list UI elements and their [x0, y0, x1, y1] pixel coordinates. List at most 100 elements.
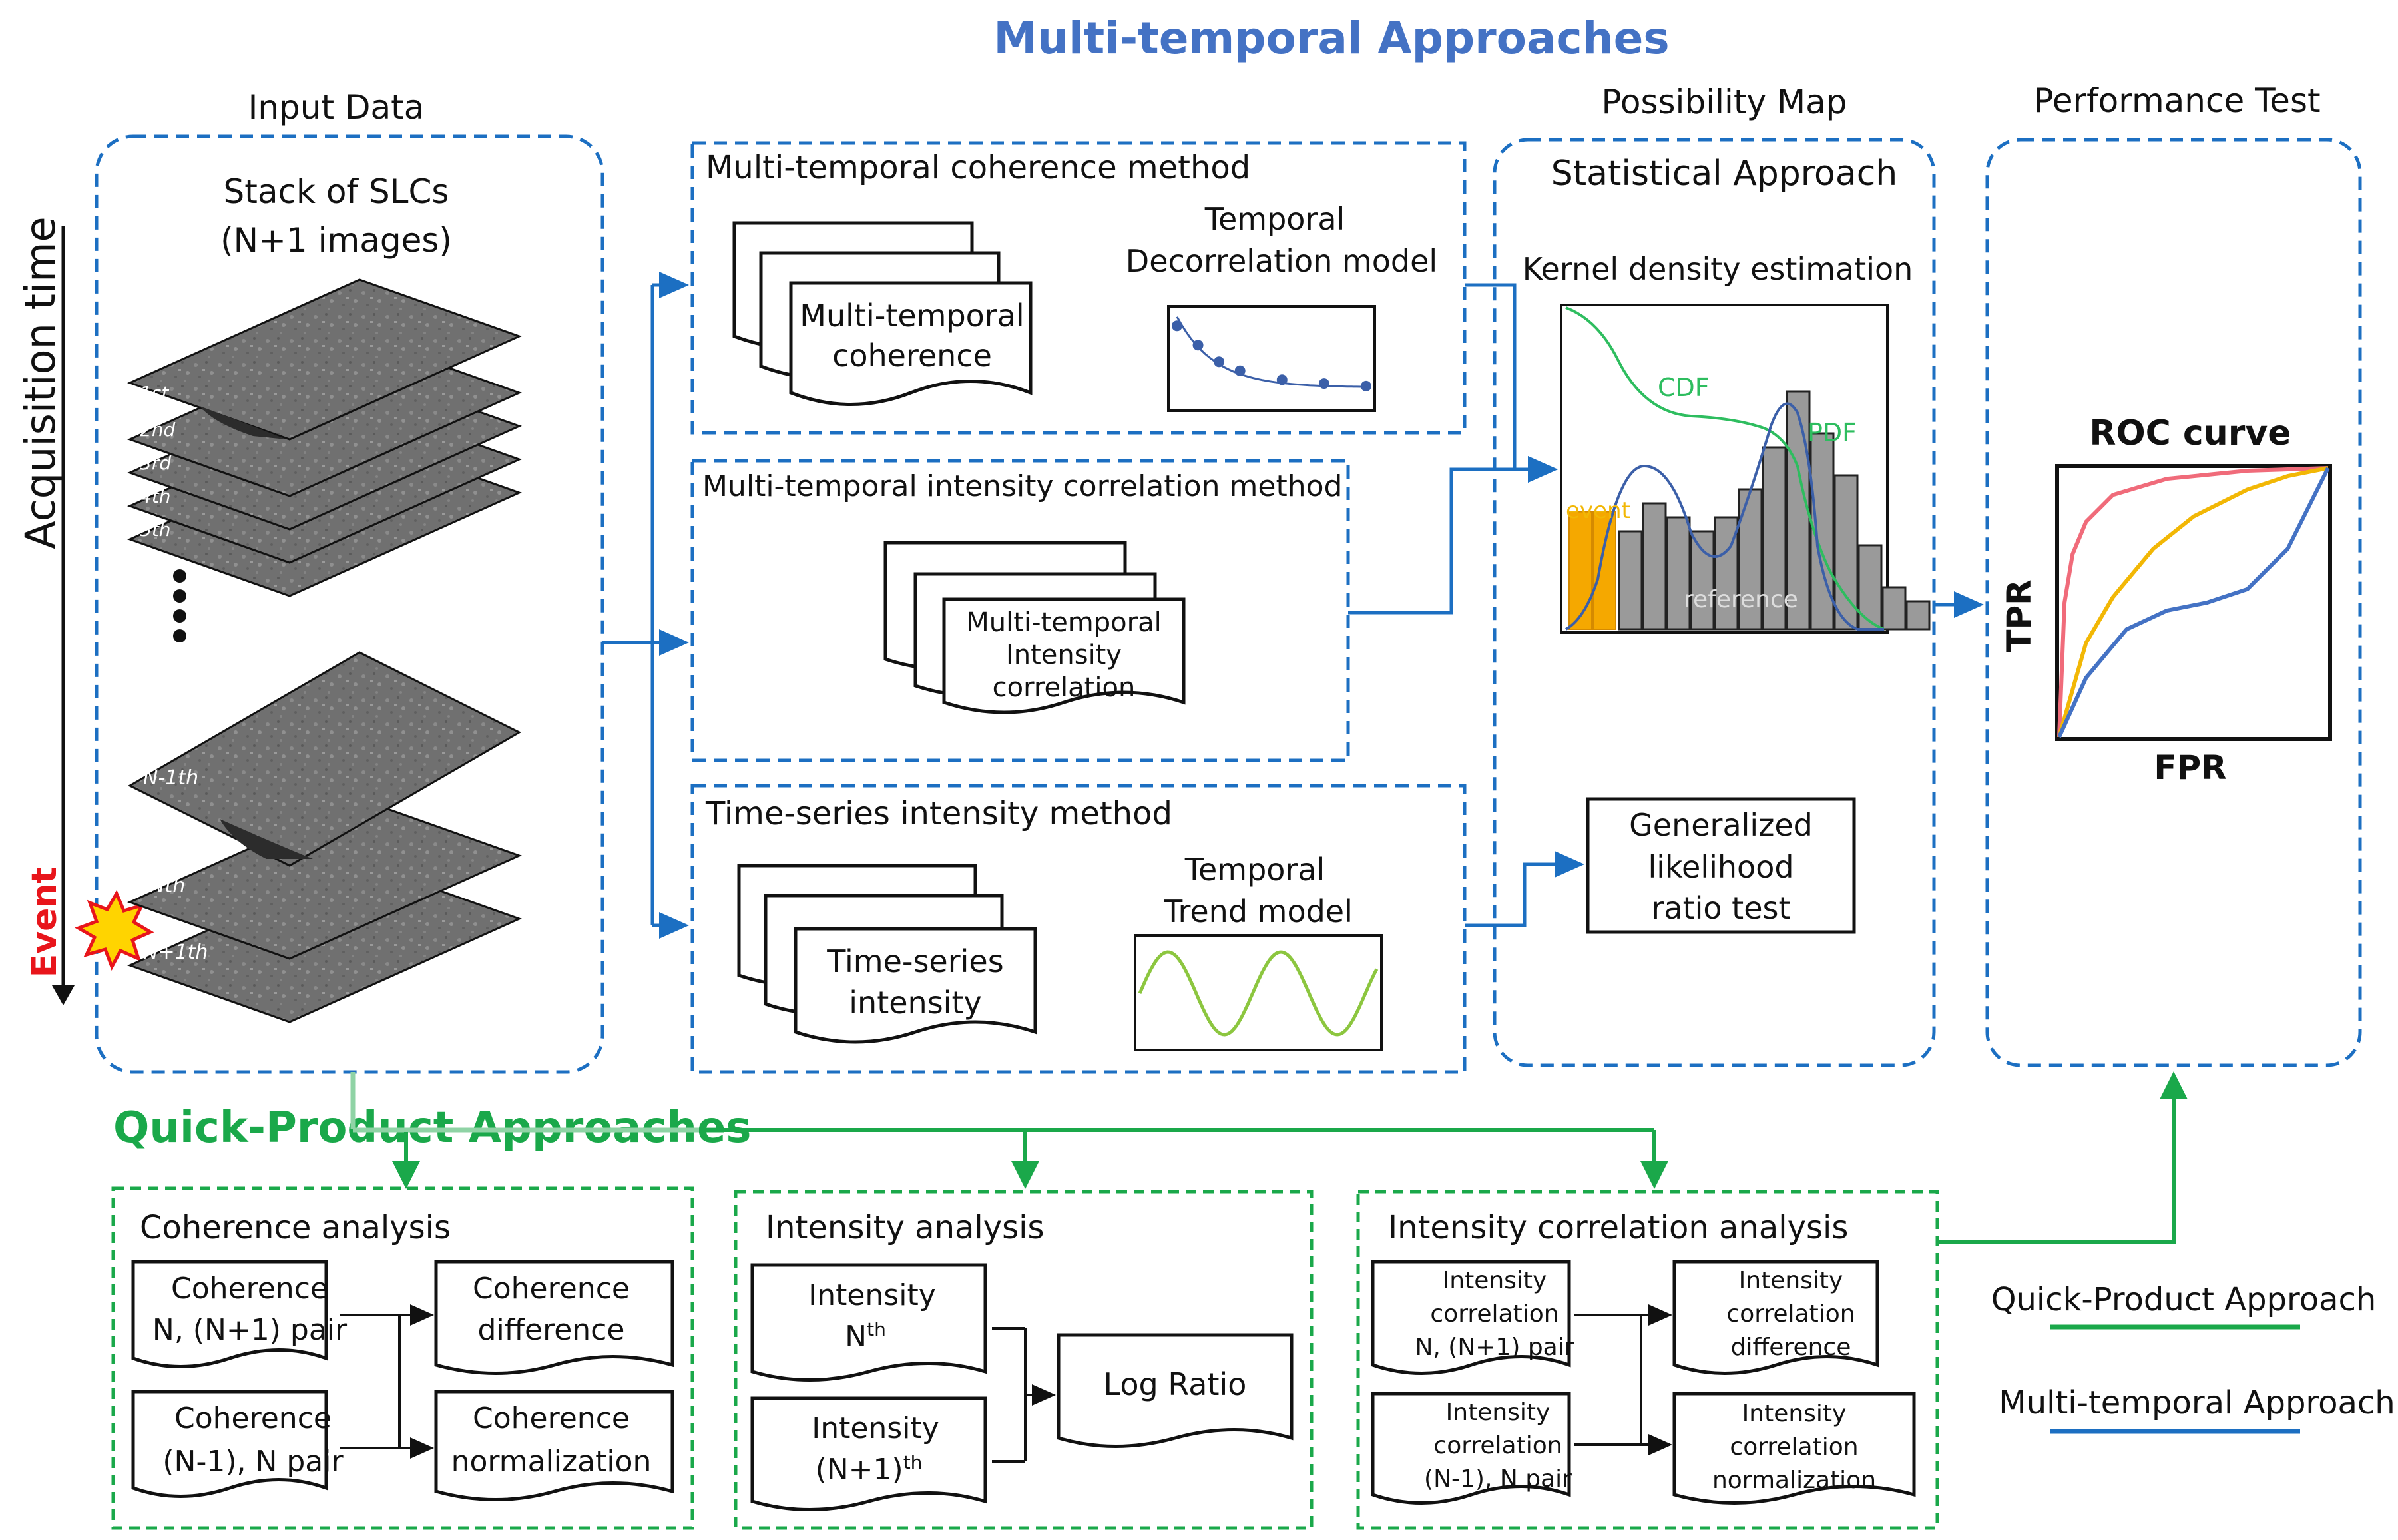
glrt-line1: Generalized — [1629, 807, 1813, 843]
coherence-in2-line1: Coherence — [174, 1402, 332, 1435]
coherence-doc-line1: Multi-temporal — [800, 298, 1024, 334]
time-series-method-panel — [690, 784, 1467, 1074]
time-series-method-title: Time-series intensity method — [705, 795, 1172, 832]
doc-front — [942, 597, 1186, 714]
intcorr-in1-line2: correlation — [1430, 1300, 1559, 1328]
log-ratio-doc — [1057, 1333, 1294, 1448]
coherence-doc-stack: Multi-temporal coherence — [732, 221, 1033, 406]
intcorr-in2-doc — [1371, 1392, 1571, 1505]
event-burst-icon — [75, 890, 154, 971]
intcorr-out2-line1: Intensity — [1742, 1400, 1847, 1427]
kde-title: Kernel density estimation — [1523, 251, 1913, 287]
reference-histogram-bar — [1786, 390, 1811, 631]
input-data-heading: Input Data — [248, 88, 425, 127]
intensity-in1-line1: Intensity — [808, 1278, 936, 1312]
kde-plot — [1568, 390, 1931, 631]
possibility-map-panel — [1493, 138, 1936, 1067]
intensity-correlation-analysis-panel — [1356, 1190, 1939, 1530]
trend-plot-frame — [1134, 934, 1383, 1051]
decorrelation-point — [1172, 320, 1182, 332]
intensity-corr-doc-line3: correlation — [993, 672, 1136, 703]
cdf-curve — [1565, 306, 1885, 631]
coherence-in1-line2: N, (N+1) pair — [152, 1313, 348, 1347]
intensity-connectors — [992, 1327, 1056, 1463]
roc-plot-frame — [2055, 464, 2332, 741]
time-series-doc-line1: Time-series — [826, 943, 1003, 979]
decorrelation-point — [1276, 374, 1288, 385]
ellipsis-dot — [173, 589, 186, 603]
intcorr-in2-line2: correlation — [1433, 1432, 1562, 1459]
reference-histogram-bar — [1762, 446, 1787, 631]
time-series-doc-line2: intensity — [849, 985, 981, 1021]
intensity-analysis-title: Intensity analysis — [766, 1209, 1045, 1246]
decorrelation-plot — [1172, 316, 1371, 391]
legend-quick-label: Quick-Product Approach — [1991, 1281, 2377, 1318]
doc-front — [789, 281, 1033, 406]
reference-histogram-bar — [1690, 530, 1715, 631]
reference-histogram-bar — [1666, 516, 1691, 631]
main-title: Multi-temporal Approaches — [993, 13, 1669, 64]
slc-label-2nd: 2nd — [140, 419, 176, 441]
ellipsis-dot — [173, 629, 186, 642]
roc-curve — [2057, 467, 2330, 738]
quick-to-performance — [1937, 1071, 2188, 1244]
glrt-box — [1586, 797, 1856, 934]
intcorr-in1-doc — [1371, 1260, 1571, 1375]
coherence-out1-doc — [434, 1260, 674, 1375]
intcorr-out1-line2: correlation — [1726, 1300, 1855, 1328]
pdf-curve — [1564, 402, 1884, 631]
slc-stack: 1st 2nd 3rd 4th 5th N-1th Nth N+1th — [126, 278, 523, 1023]
event-histogram-bar — [1592, 511, 1616, 630]
roc-plot — [2057, 466, 2330, 738]
slc-label-3rd: 3rd — [140, 452, 171, 474]
intensity-correlation-doc-stack: Multi-temporal Intensity correlation — [883, 541, 1186, 714]
coherence-analysis-panel — [111, 1186, 694, 1530]
coherence-method-panel — [690, 141, 1467, 435]
acquisition-axis-arrowhead — [52, 985, 75, 1005]
intensity-in2-doc — [750, 1396, 987, 1511]
statistical-approach-label: Statistical Approach — [1551, 154, 1898, 194]
decorrelation-point — [1318, 378, 1329, 389]
intcorr-in1-line1: Intensity — [1443, 1267, 1547, 1294]
legend-multi-label: Multi-temporal Approach — [1999, 1384, 2395, 1421]
ellipsis-dot — [173, 569, 186, 583]
legend: Quick-Product Approach Multi-temporal Ap… — [1991, 1281, 2395, 1434]
flow-intensity-corr-to-kde — [1348, 456, 1558, 615]
slc-label-4th: 4th — [140, 485, 171, 507]
decorrelation-point — [1361, 380, 1371, 391]
reference-histogram-bar — [1618, 530, 1643, 631]
coherence-out2-doc — [434, 1390, 674, 1501]
intensity-in1-line2: Nth — [845, 1318, 886, 1354]
roc-title: ROC curve — [2089, 413, 2291, 453]
decorrelation-point — [1214, 356, 1225, 368]
flow-coherence-to-kde — [1465, 283, 1558, 483]
roc-fpr-label: FPR — [2154, 748, 2226, 787]
intcorr-in1-line3: N, (N+1) pair — [1415, 1334, 1574, 1361]
coherence-out1-line2: difference — [478, 1313, 625, 1347]
multi-temporal-flows — [602, 272, 1984, 939]
intensity-correlation-method-panel — [690, 459, 1350, 762]
reference-histogram-bar — [1642, 502, 1667, 631]
decorrelation-model-line1: Temporal — [1204, 201, 1345, 237]
coherence-analysis-title: Coherence analysis — [140, 1209, 451, 1246]
intcorr-in2-line3: (N-1), N pair — [1424, 1465, 1572, 1493]
intensity-n: N — [845, 1320, 867, 1354]
quick-product-flows — [350, 1071, 2188, 1244]
reference-histogram-bar — [1857, 544, 1883, 631]
slc-label-5th: 5th — [140, 519, 171, 541]
decorrelation-fit-curve — [1176, 316, 1367, 388]
intensity-in2-line2: (N+1)th — [816, 1451, 923, 1487]
reference-histogram-bar — [1881, 586, 1907, 631]
reference-bar-label: reference — [1684, 586, 1798, 613]
coherence-in2-line2: (N-1), N pair — [162, 1445, 344, 1479]
glrt-line2: likelihood — [1648, 849, 1794, 885]
coherence-out1-line1: Coherence — [473, 1272, 630, 1306]
trend-model-line2: Trend model — [1163, 894, 1353, 929]
event-bar-label: event — [1566, 497, 1630, 524]
performance-test-heading: Performance Test — [2033, 81, 2320, 120]
acquisition-time-label: Acquisition time — [16, 216, 65, 549]
trend-model-line1: Temporal — [1184, 852, 1325, 888]
ellipsis-dot — [173, 609, 186, 623]
decorrelation-plot-frame — [1167, 305, 1376, 412]
roc-curve — [2057, 466, 2329, 738]
